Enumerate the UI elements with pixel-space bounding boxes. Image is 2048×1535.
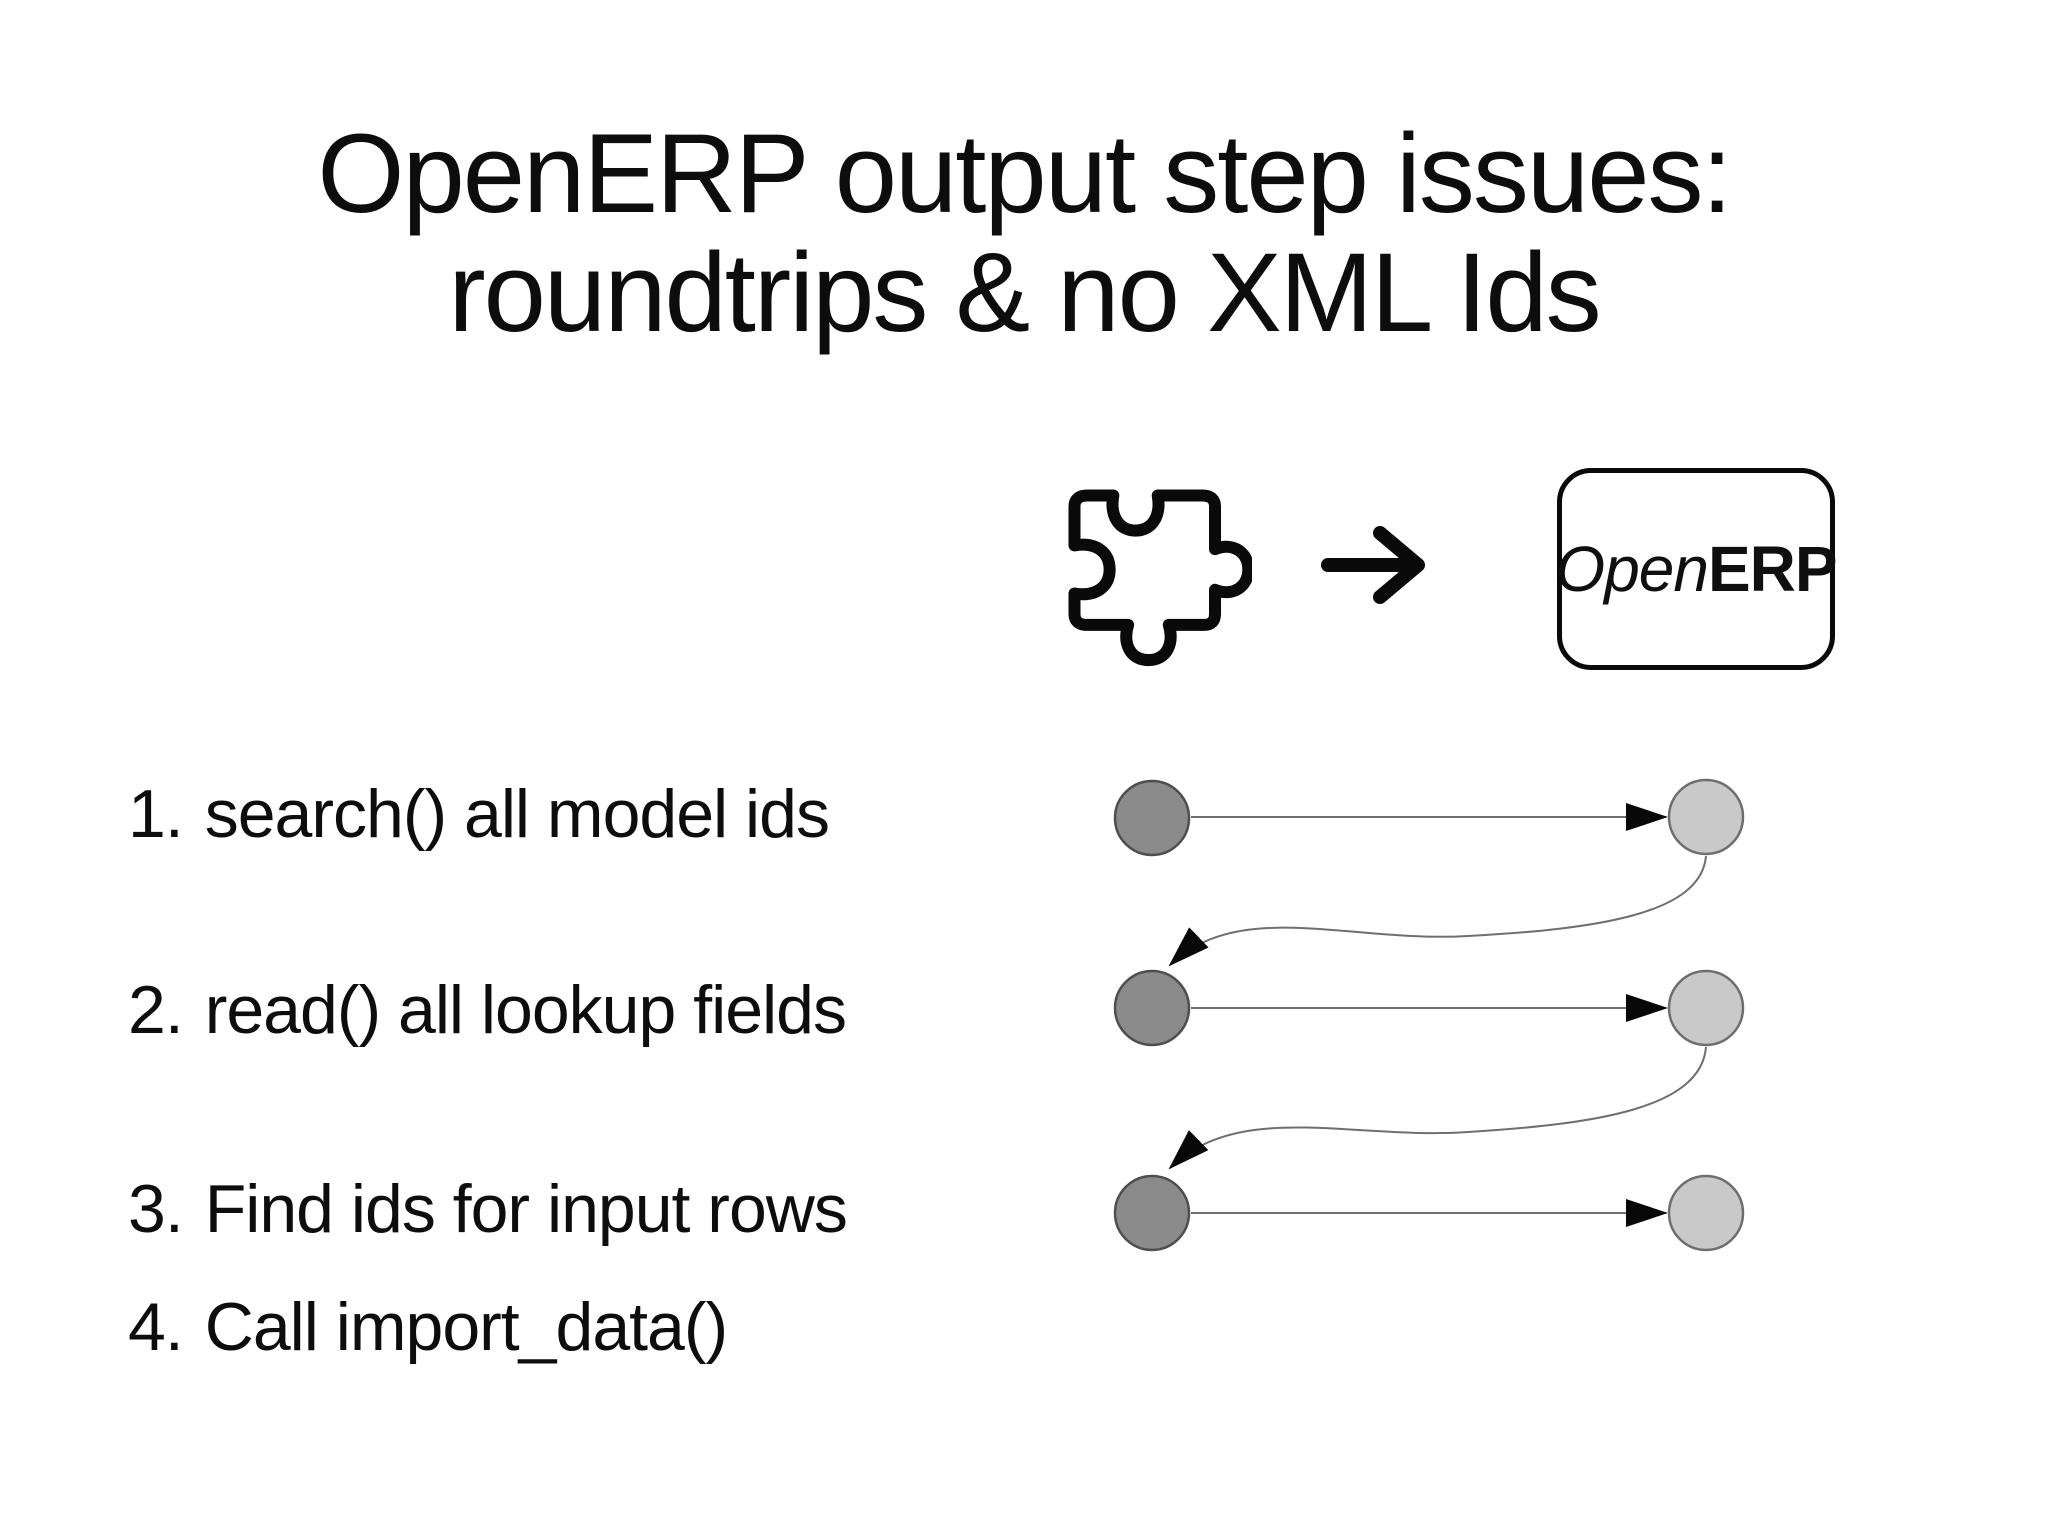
title-line-2: roundtrips & no XML Ids (448, 229, 1601, 355)
slide-title: OpenERP output step issues: roundtrips &… (0, 111, 2048, 355)
title-line-1: OpenERP output step issues: (317, 111, 1732, 237)
step-item-3: 3. Find ids for input rows (128, 1171, 848, 1247)
step-number: 2. (128, 972, 184, 1048)
module-node-1 (1113, 779, 1191, 857)
step-item-1: 1. search() all model ids (128, 776, 830, 852)
step-item-2: 2. read() all lookup fields (128, 972, 847, 1048)
step-item-4: 4. Call import_data() (128, 1289, 728, 1365)
puzzle-piece-icon (1068, 489, 1252, 667)
response-curve-1 (1168, 855, 1707, 967)
server-node-3 (1667, 1174, 1745, 1252)
step-text: Find ids for input rows (204, 1171, 848, 1247)
server-node-2 (1667, 969, 1745, 1047)
step-number: 3. (128, 1171, 184, 1247)
logo-text-open: Open (1555, 533, 1709, 605)
logo-text-erp: ERP (1707, 533, 1838, 605)
steps-list: 1. search() all model ids 2. read() all … (128, 776, 848, 1365)
step-number: 4. (128, 1289, 184, 1365)
server-node-1 (1667, 778, 1745, 856)
right-arrow-strokes (1321, 526, 1425, 604)
right-arrow-icon (1321, 526, 1425, 604)
step-number: 1. (128, 776, 184, 852)
response-curve-2 (1168, 1046, 1707, 1170)
step-text: search() all model ids (204, 776, 830, 852)
puzzle-piece-path (1068, 489, 1252, 667)
step-text: Call import_data() (204, 1289, 728, 1365)
module-node-2 (1113, 969, 1191, 1047)
step-text: read() all lookup fields (204, 972, 847, 1048)
module-node-3 (1113, 1174, 1191, 1252)
